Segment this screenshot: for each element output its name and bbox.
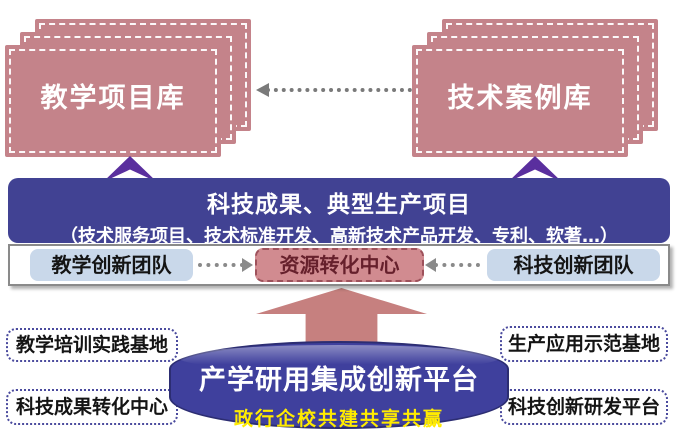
technical-case-library-label: 技术案例库 <box>447 83 593 114</box>
base-box-rnd-platform: 科技创新研发平台 <box>500 389 668 425</box>
achievements-banner: 科技成果、典型生产项目 （技术服务项目、技术标准开发、高新技术产品开发、专利、软… <box>8 178 670 247</box>
banner-subtitle: （技术服务项目、技术标准开发、高新技术产品开发、专利、软著…） <box>60 226 618 247</box>
banner-title: 科技成果、典型生产项目 <box>207 192 471 218</box>
platform-subtitle: 政行企校共建共享共赢 <box>233 408 444 430</box>
base-box-teaching-training: 教学培训实践基地 <box>6 328 178 362</box>
platform-title: 产学研用集成创新平台 <box>199 365 479 396</box>
dashed-line <box>266 88 412 92</box>
arrowhead-right-icon <box>242 258 253 272</box>
integrated-innovation-platform: 产学研用集成创新平台 政行企校共建共享共赢 <box>169 341 509 430</box>
dotted-arrow-left-icon <box>425 258 480 272</box>
dotted-line <box>198 263 244 267</box>
resource-transformation-center-box: 资源转化中心 <box>255 248 424 282</box>
teaching-innovation-team-box: 教学创新团队 <box>30 249 193 281</box>
tech-innovation-team-box: 科技创新团队 <box>487 249 660 281</box>
dashed-arrow-left-icon <box>256 83 412 97</box>
dotted-line <box>434 263 480 267</box>
teaching-project-library-label: 教学项目库 <box>40 83 186 114</box>
base-box-achievement-transformation: 科技成果转化中心 <box>6 389 178 425</box>
stacked-card-front <box>412 45 628 157</box>
arrowhead-left-icon <box>256 83 269 97</box>
stacked-card-front <box>5 45 221 157</box>
arrowhead-left-icon <box>425 258 436 272</box>
base-box-production-demo: 生产应用示范基地 <box>500 326 668 362</box>
dotted-arrow-right-icon <box>198 258 253 272</box>
